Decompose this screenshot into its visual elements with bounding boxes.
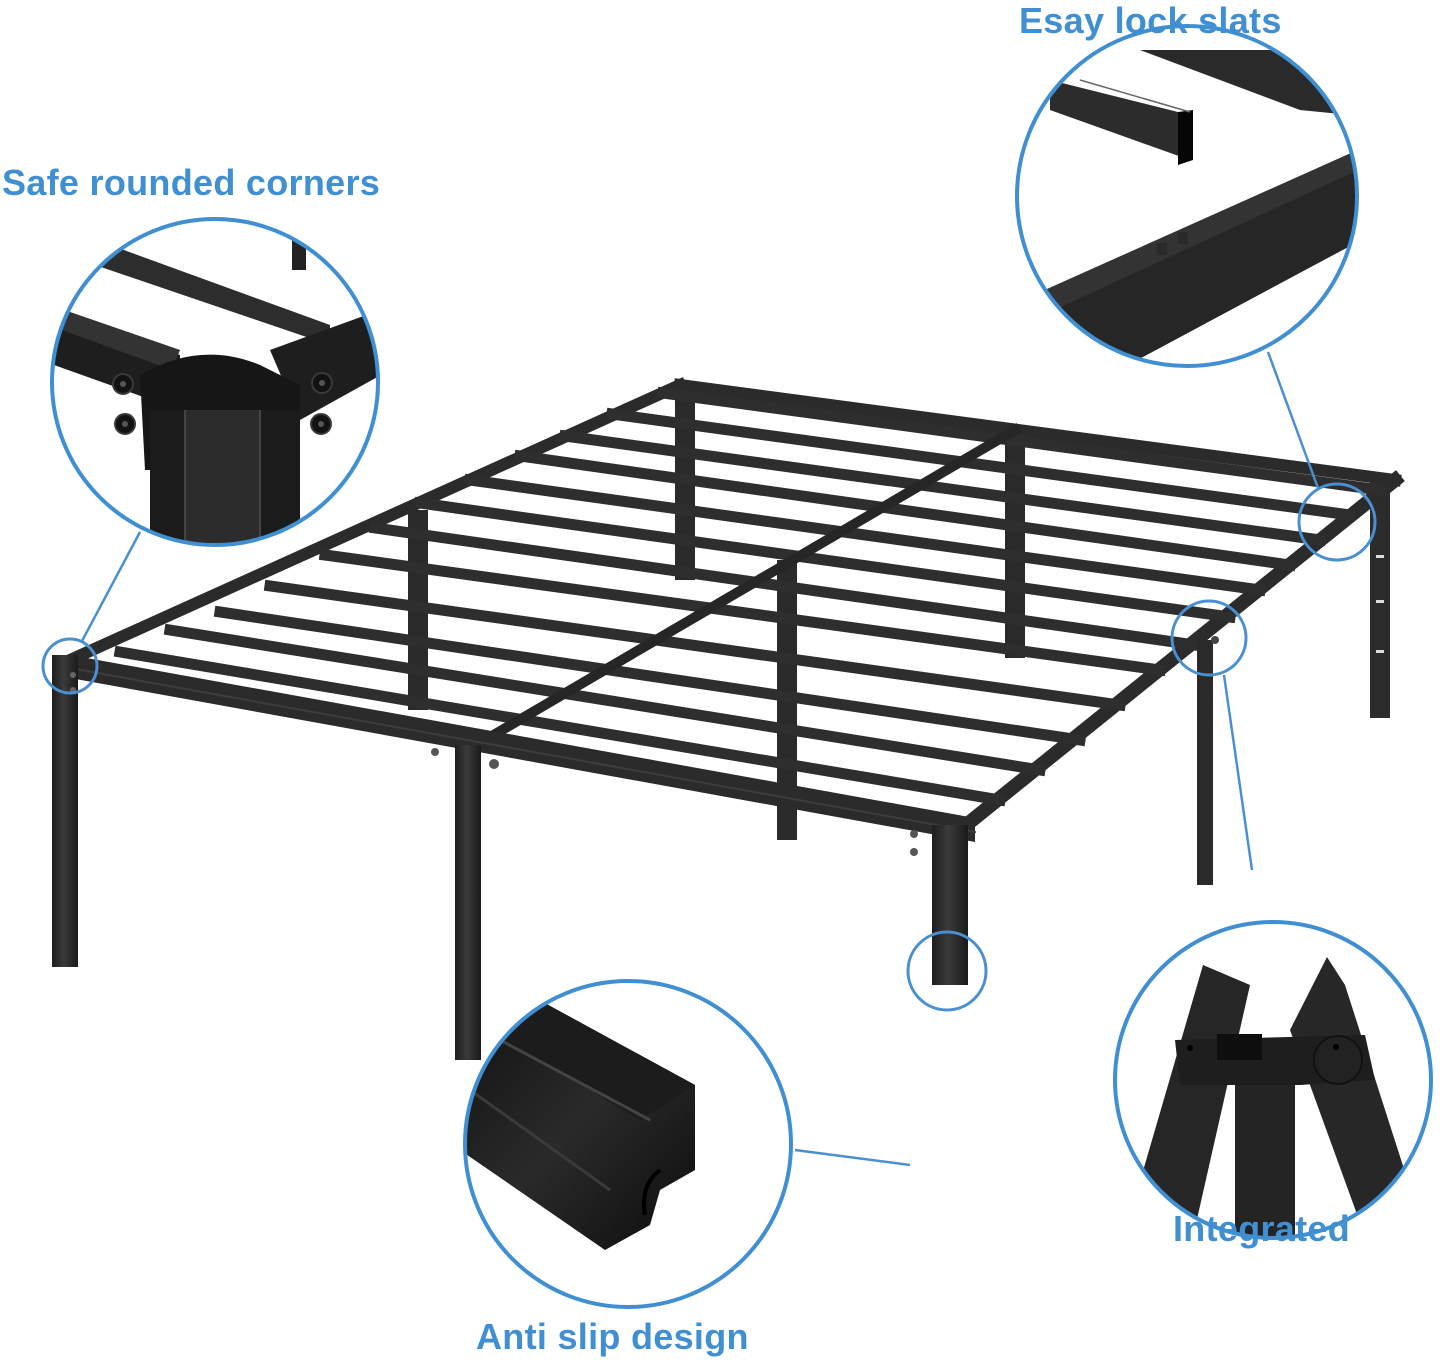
callout-connectors bbox=[80, 351, 1320, 1167]
callout-label-esay-lock-slats: Esay lock slats bbox=[1019, 0, 1282, 41]
callout-markers bbox=[41, 482, 1377, 1012]
bed-frame bbox=[52, 377, 1405, 1060]
callout-integrated bbox=[1113, 920, 1433, 1240]
callout-esay-lock-slats bbox=[1015, 24, 1359, 368]
callout-label-safe-rounded-corners: Safe rounded corners bbox=[2, 162, 381, 203]
callout-label-integrated: Integrated bbox=[1173, 1208, 1351, 1249]
callout-label-anti-slip-design: Anti slip design bbox=[476, 1316, 749, 1357]
callout-anti-slip-design bbox=[463, 979, 793, 1309]
callout-safe-rounded-corners bbox=[50, 217, 380, 547]
